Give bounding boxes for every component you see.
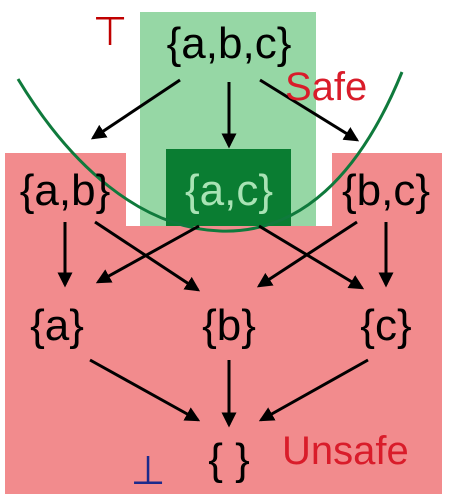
top-symbol: ⊤ (93, 10, 128, 54)
unsafe-label: Unsafe (282, 429, 409, 473)
edge-ac-c (258, 224, 365, 290)
node-ac: {a,c} (185, 166, 273, 215)
edge-abc-ab (90, 78, 181, 140)
edge-abc-bc (259, 78, 360, 142)
node-bc: {b,c} (342, 166, 430, 215)
node-ab: {a,b} (20, 166, 111, 215)
safe-boundary-curve (16, 71, 404, 233)
node-abc: {a,b,c} (167, 19, 292, 68)
edge-ac-a (95, 224, 200, 284)
bottom-symbol: ⊥ (131, 449, 166, 493)
node-a: {a} (30, 301, 84, 350)
node-empty: { } (208, 435, 250, 484)
safe-node-highlight (166, 149, 291, 226)
edge-c-empty (258, 358, 369, 422)
node-b: {b} (202, 301, 256, 350)
node-c: {c} (360, 301, 411, 350)
safe-label: Safe (285, 65, 367, 109)
edge-a-empty (89, 358, 201, 422)
edge-bc-b (256, 220, 358, 288)
